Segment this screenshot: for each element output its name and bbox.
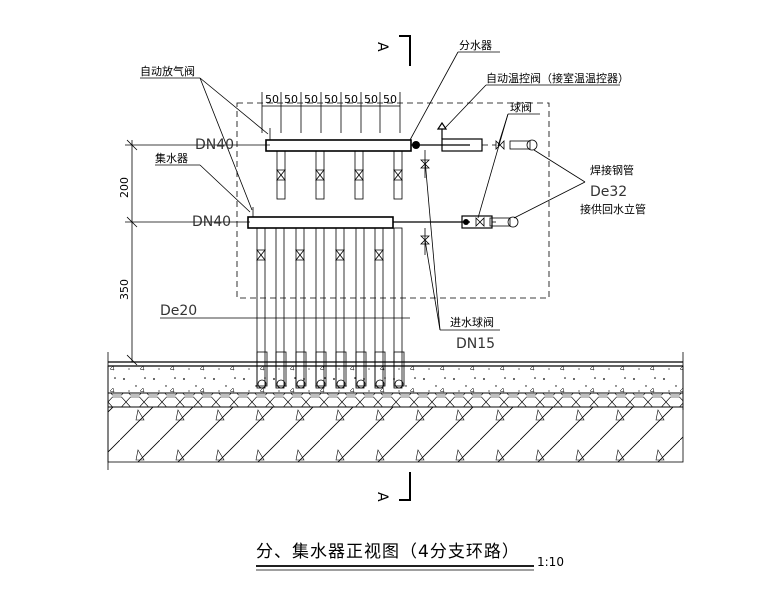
label-de32: De32 (590, 184, 627, 200)
label-auto-temp-valve: 自动温控阀（接室温温控器） (486, 71, 629, 85)
floor-pipe-loops (256, 351, 405, 389)
section-mark-bottom: A (374, 472, 411, 502)
label-riser: 接供回水立管 (580, 202, 646, 216)
spacing-3: 50 (304, 93, 318, 106)
label-auto-air-vent: 自动放气阀 (140, 64, 195, 78)
spacing-dimension: 50 50 50 50 50 50 50 (261, 92, 401, 133)
temp-valve-head-icon (436, 121, 448, 130)
label-inlet-ball-valve: 进水球阀 (450, 315, 494, 329)
title-text: 分、集水器正视图（4分支环路） (256, 542, 520, 562)
spacing-4: 50 (324, 93, 338, 106)
inlet-valve (420, 150, 430, 255)
label-dn40-top: DN40 (195, 137, 234, 153)
spacing-5: 50 (344, 93, 358, 106)
section-letter-bottom: A (374, 492, 390, 502)
dim-200: 200 (118, 177, 131, 198)
label-dn15: DN15 (456, 336, 495, 352)
drawing-title: 分、集水器正视图（4分支环路） 1:10 (256, 542, 564, 571)
spacing-7: 50 (383, 93, 397, 106)
supply-manifold (265, 121, 483, 200)
spacing-2: 50 (284, 93, 298, 106)
label-dn40-bottom: DN40 (192, 214, 231, 230)
label-weld-steel-pipe: 焊接钢管 (590, 163, 634, 177)
leader-lines (140, 51, 620, 331)
title-scale: 1:10 (537, 555, 564, 569)
temp-valve-icon (412, 141, 420, 149)
section-mark-top: A (374, 35, 411, 66)
spacing-1: 50 (265, 93, 279, 106)
vertical-dimension: 200 350 (118, 139, 270, 366)
section-letter-top: A (374, 42, 390, 52)
floor-section (107, 351, 684, 470)
label-supply-manifold: 分水器 (459, 39, 492, 52)
label-ball-valve: 球阀 (510, 100, 532, 114)
label-return-manifold: 集水器 (155, 151, 188, 165)
spacing-6: 50 (364, 93, 378, 106)
return-branches (256, 227, 403, 389)
right-connection-pipes (475, 139, 538, 228)
label-de20: De20 (160, 303, 197, 319)
dim-350: 350 (118, 279, 131, 300)
supply-branches (276, 150, 403, 200)
manifold-cabinet-outline (236, 102, 550, 299)
return-manifold (247, 207, 493, 389)
